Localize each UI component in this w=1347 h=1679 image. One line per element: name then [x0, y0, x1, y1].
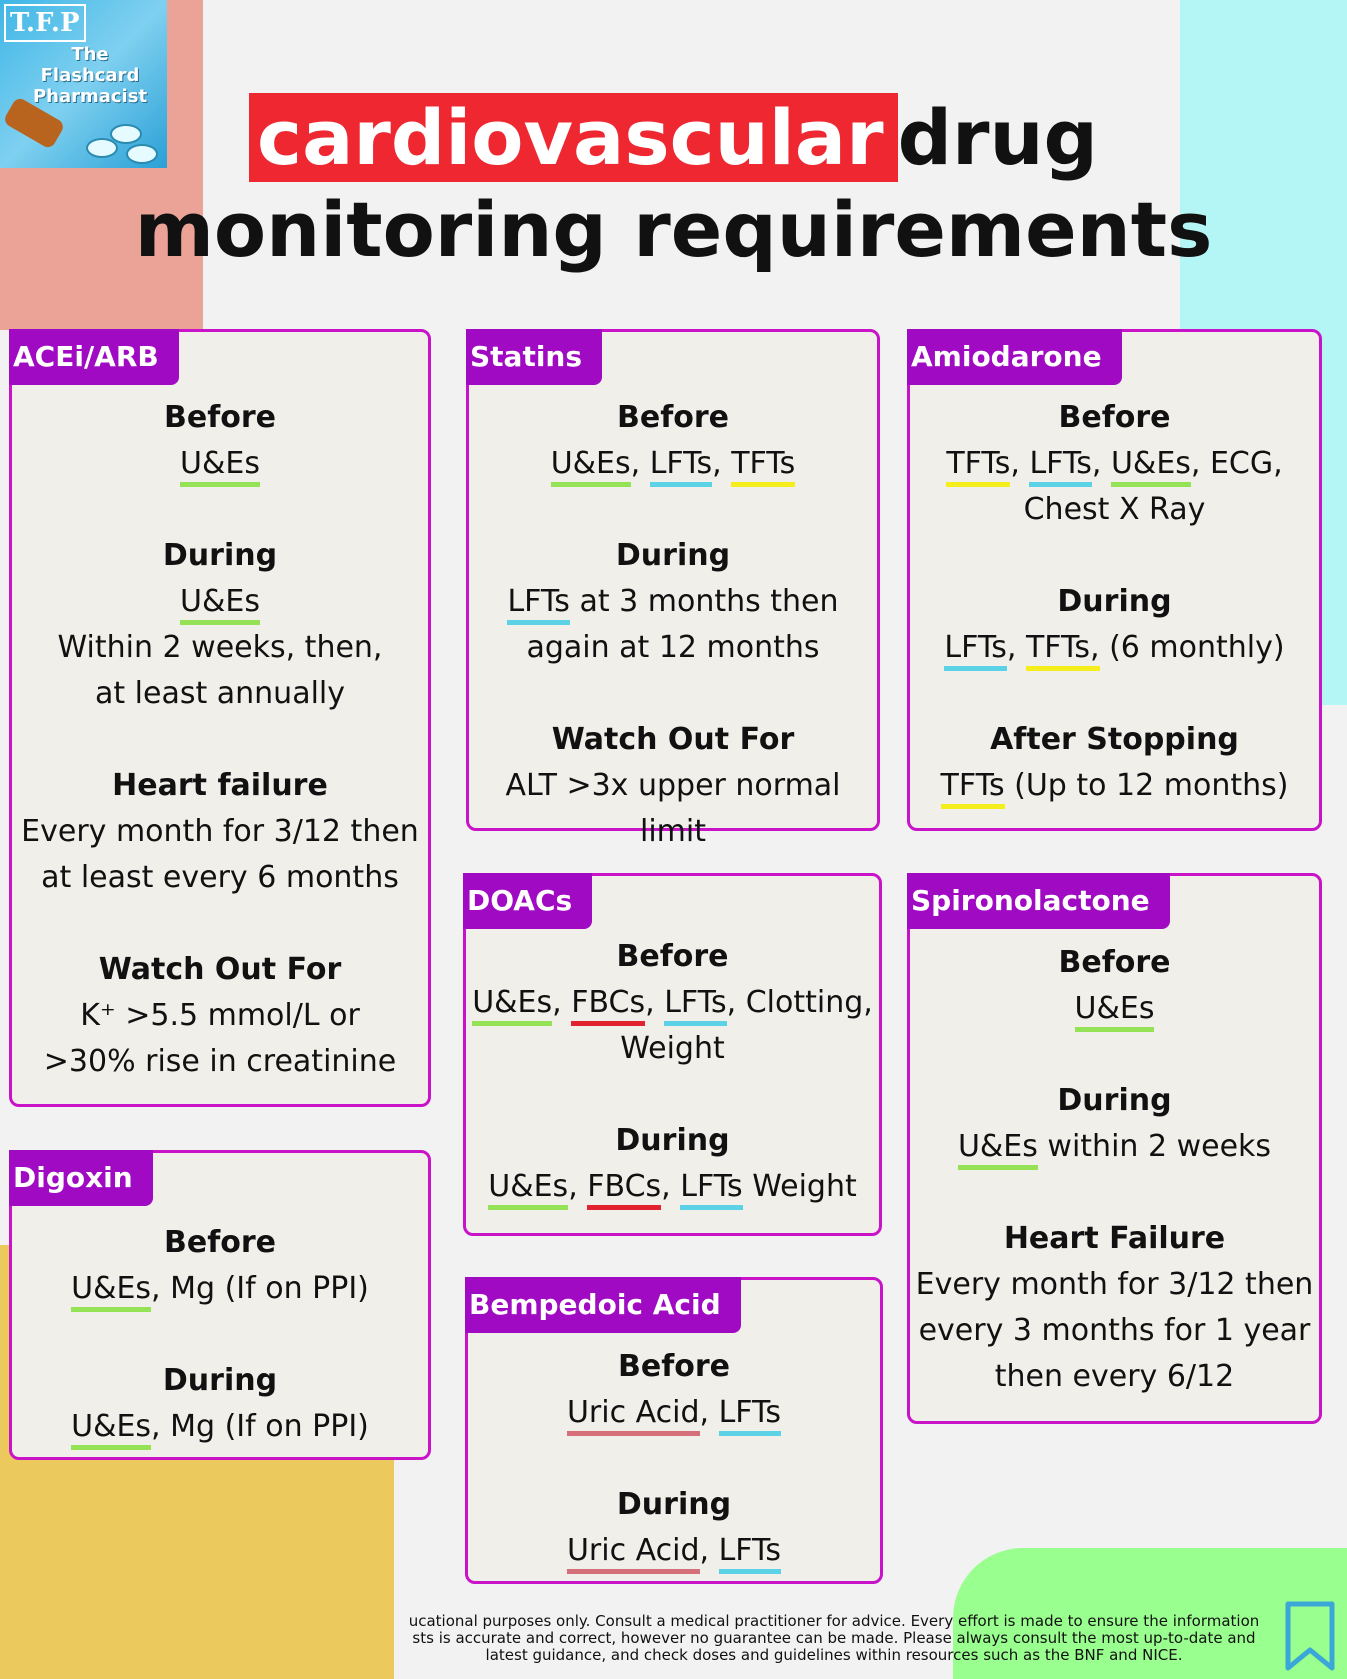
section-heading: Heart failure [112, 768, 328, 803]
card-digoxin: Digoxin Before U&Es, Mg (If on PPI) Duri… [9, 1150, 431, 1460]
section-text: at 3 months then [569, 584, 839, 619]
card-tag: ACEi/ARB [9, 329, 179, 385]
test-tft: TFTs [946, 446, 1011, 487]
logo: T.F.P The Flashcard Pharmacist [0, 0, 167, 168]
title-line2: monitoring requirements [134, 185, 1213, 274]
test-fbc: FBCs [587, 1169, 662, 1210]
card-doacs: DOACs Before U&Es, FBCs, LFTs, Clotting,… [463, 873, 882, 1236]
section-text: within 2 weeks [1037, 1129, 1272, 1164]
section-text: Weight [620, 1031, 725, 1066]
test-ue: U&Es [71, 1409, 152, 1450]
section-heading: During [616, 1487, 732, 1522]
disclaimer-line: sts is accurate and correct, however no … [412, 1629, 1256, 1647]
logo-brand-name: The Flashcard Pharmacist [32, 44, 148, 107]
section-heading: Before [617, 1349, 731, 1384]
test-ue: U&Es [957, 1129, 1038, 1170]
card-statins: Statins Before U&Es, LFTs, TFTs During L… [466, 329, 880, 849]
test-lft: LFTs [664, 985, 727, 1026]
card-tag: Amiodarone [907, 329, 1122, 385]
test-tft: TFTs [731, 446, 796, 487]
section-heading: Heart Failure [1003, 1221, 1226, 1256]
card-amiodarone: Amiodarone Before TFTs, LFTs, U&Es, ECG,… [907, 329, 1322, 831]
section-text: Every month for 3/12 then [915, 1267, 1314, 1302]
section-text: again at 12 months [526, 630, 820, 665]
section-text: Every month for 3/12 then [21, 814, 419, 849]
section-text: , Clotting, [726, 985, 873, 1020]
card-bempedoic-acid: Bempedoic Acid Before Uric Acid, LFTs Du… [465, 1277, 883, 1584]
section-text: Chest X Ray [1023, 492, 1206, 527]
test-ue: U&Es [550, 446, 631, 487]
card-acei-arb: ACEi/ARB Before U&Es During U&Es Within … [9, 329, 431, 1107]
title-highlight: cardiovascular [249, 93, 898, 182]
section-text: ALT >3x upper normal limit [505, 768, 841, 849]
test-lft: LFTs [1029, 446, 1092, 487]
section-text: Weight [742, 1169, 857, 1204]
section-heading: Watch Out For [98, 952, 342, 987]
test-tft: TFTs [940, 768, 1005, 809]
card-spironolactone: Spironolactone Before U&Es During U&Es w… [907, 873, 1322, 1424]
card-tag: Digoxin [9, 1150, 153, 1206]
section-text: K⁺ >5.5 mmol/L or [80, 998, 360, 1033]
background-block-green [953, 1548, 1347, 1679]
section-heading: After Stopping [990, 722, 1239, 757]
pill-icon [110, 124, 142, 144]
logo-monogram: T.F.P [4, 4, 86, 42]
section-heading: During [1057, 584, 1172, 619]
section-text: at least every 6 months [41, 860, 399, 895]
pill-icon [126, 144, 158, 164]
test-ue: U&Es [472, 985, 553, 1026]
section-text: >30% rise in creatinine [43, 1044, 397, 1079]
card-tag: DOACs [463, 873, 593, 929]
test-uric-acid: Uric Acid [566, 1533, 700, 1574]
disclaimer: ucational purposes only. Consult a medic… [394, 1613, 1274, 1664]
section-heading: Before [1058, 400, 1171, 435]
card-tag: Statins [466, 329, 603, 385]
section-heading: Before [1058, 945, 1171, 980]
section-heading: Before [163, 400, 277, 435]
bookmark-icon[interactable] [1284, 1600, 1336, 1672]
section-heading: Watch Out For [551, 722, 795, 757]
test-ue: U&Es [180, 446, 260, 487]
test-lft: LFTs [507, 584, 570, 625]
section-text: , ECG, [1190, 446, 1283, 481]
section-text: (Up to 12 months) [1004, 768, 1289, 803]
test-ue: U&Es [1110, 446, 1191, 487]
section-text: every 3 months for 1 year [918, 1313, 1311, 1348]
card-tag: Spironolactone [907, 873, 1170, 929]
section-text: , Mg (If on PPI) [151, 1409, 369, 1444]
test-ue: U&Es [180, 584, 260, 625]
section-text: , Mg (If on PPI) [151, 1271, 369, 1306]
section-text: (6 monthly) [1099, 630, 1285, 665]
card-tag: Bempedoic Acid [465, 1277, 741, 1333]
section-text: at least annually [94, 676, 346, 711]
section-heading: During [162, 1363, 278, 1398]
pill-icon [86, 138, 118, 158]
test-fbc: FBCs [571, 985, 646, 1026]
test-ue: U&Es [488, 1169, 569, 1210]
test-lft: LFTs [649, 446, 713, 487]
section-heading: During [162, 538, 278, 573]
test-lft: LFTs [680, 1169, 743, 1210]
title-rest: drug [897, 93, 1098, 182]
section-heading: Before [163, 1225, 277, 1260]
section-heading: During [1057, 1083, 1172, 1118]
test-ue: U&Es [1074, 991, 1155, 1032]
section-heading: Before [616, 400, 730, 435]
section-heading: During [615, 1123, 730, 1158]
test-ue: U&Es [71, 1271, 152, 1312]
section-text: Within 2 weeks, then, [57, 630, 383, 665]
test-tft: TFTs, [1025, 630, 1100, 671]
test-lft: LFTs [718, 1395, 782, 1436]
test-lft: LFTs [718, 1533, 782, 1574]
test-lft: LFTs [944, 630, 1007, 671]
disclaimer-line: ucational purposes only. Consult a medic… [408, 1612, 1260, 1630]
section-heading: Before [616, 939, 729, 974]
section-text: then every 6/12 [994, 1359, 1235, 1394]
disclaimer-line: latest guidance, and check doses and gui… [485, 1646, 1183, 1664]
section-heading: During [615, 538, 731, 573]
test-uric-acid: Uric Acid [566, 1395, 700, 1436]
